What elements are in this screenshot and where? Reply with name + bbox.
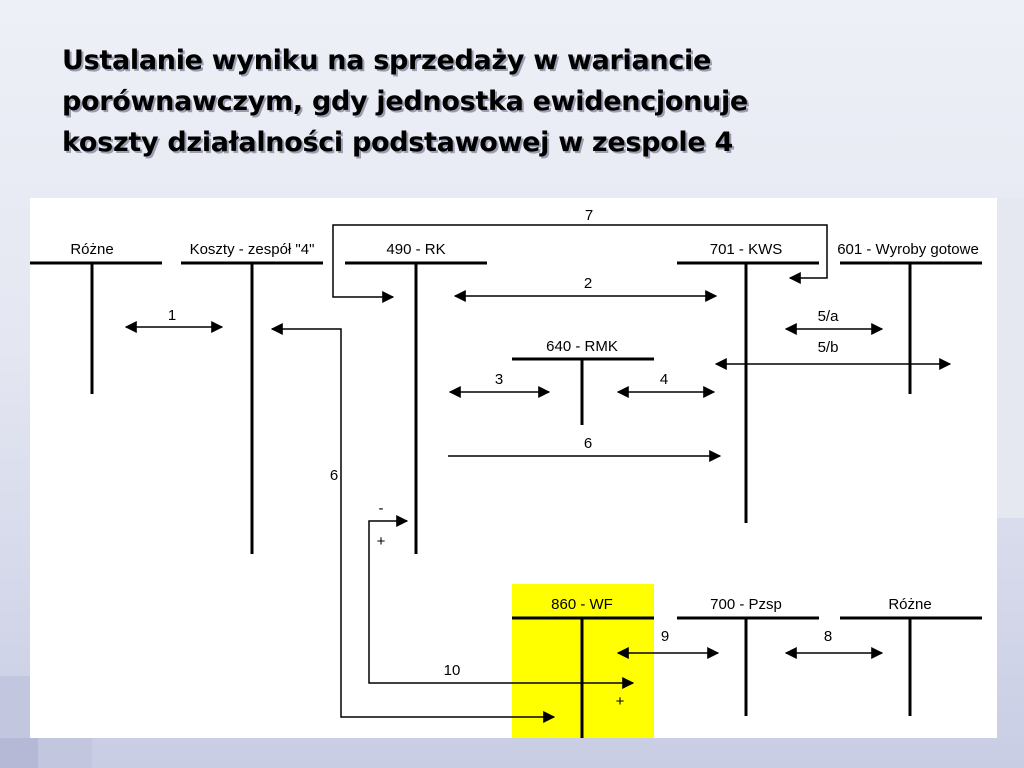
account-label: 700 - Pzsp — [710, 596, 782, 613]
flow-label: 1 — [168, 307, 176, 324]
decorative-square — [996, 198, 1024, 518]
account-label: 640 - RMK — [546, 338, 618, 355]
flow-3: 3 — [448, 371, 551, 398]
title-line: Ustalanie wyniku na sprzedaży w warianci… — [62, 45, 712, 76]
t-account-rozne-1: Różne — [30, 241, 162, 394]
flow-8: 8 — [784, 628, 884, 659]
account-label: 701 - KWS — [710, 241, 783, 258]
accounting-diagram: Różne Koszty - zespół "4" 490 - RK 701 -… — [30, 207, 982, 738]
flow-5b: 5/b — [714, 339, 952, 370]
t-account-koszty-zespol-4: Koszty - zespół "4" — [181, 241, 323, 554]
flow-label: 3 — [495, 371, 503, 388]
title-line: porównawczym, gdy jednostka ewidencjonuj… — [62, 86, 748, 117]
account-label: 490 - RK — [386, 241, 445, 258]
t-account-601-wyroby-gotowe: 601 - Wyroby gotowe — [837, 241, 982, 394]
flow-label: 8 — [824, 628, 832, 645]
t-account-490-rk: 490 - RK — [345, 241, 487, 554]
flow-6-upper: 6 — [448, 435, 722, 462]
t-account-rozne-2: Różne — [840, 596, 982, 716]
flow-1: 1 — [124, 307, 224, 333]
account-label: Koszty - zespół "4" — [190, 241, 315, 258]
flow-label: 7 — [585, 207, 593, 224]
flow-label: 4 — [660, 371, 668, 388]
t-account-701-kws: 701 - KWS — [677, 241, 819, 523]
t-account-640-rmk: 640 - RMK — [512, 338, 654, 425]
account-label: Różne — [888, 596, 931, 613]
account-label: 601 - Wyroby gotowe — [837, 241, 979, 258]
flow-label: 9 — [661, 628, 669, 645]
flow-label: 5/a — [818, 308, 840, 325]
diagram-panel: Różne Koszty - zespół "4" 490 - RK 701 -… — [30, 198, 997, 738]
flow-5a: 5/a — [784, 308, 884, 335]
account-label: 860 - WF — [551, 596, 613, 613]
flow-6-loop: 6 — [270, 323, 556, 723]
flow-9: 9 — [616, 628, 720, 659]
minus-sign: - — [379, 500, 384, 517]
account-label: Różne — [70, 241, 113, 258]
flow-10: 10 - + + — [368, 500, 635, 710]
plus-sign: + — [377, 533, 386, 550]
flow-4: 4 — [616, 371, 716, 398]
flow-label: 2 — [584, 275, 592, 292]
t-account-700-pzsp: 700 - Pzsp — [677, 596, 819, 716]
flow-label: 5/b — [818, 339, 839, 356]
flow-label: 6 — [584, 435, 592, 452]
slide-title: Ustalanie wyniku na sprzedaży w warianci… — [62, 40, 982, 163]
plus-sign: + — [616, 693, 625, 710]
flow-2: 2 — [453, 275, 718, 302]
flow-7: 7 — [332, 207, 828, 303]
title-line: koszty działalności podstawowej w zespol… — [62, 127, 733, 158]
flow-label: 6 — [330, 467, 338, 484]
decorative-square — [0, 738, 38, 768]
flow-label: 10 — [444, 662, 461, 679]
